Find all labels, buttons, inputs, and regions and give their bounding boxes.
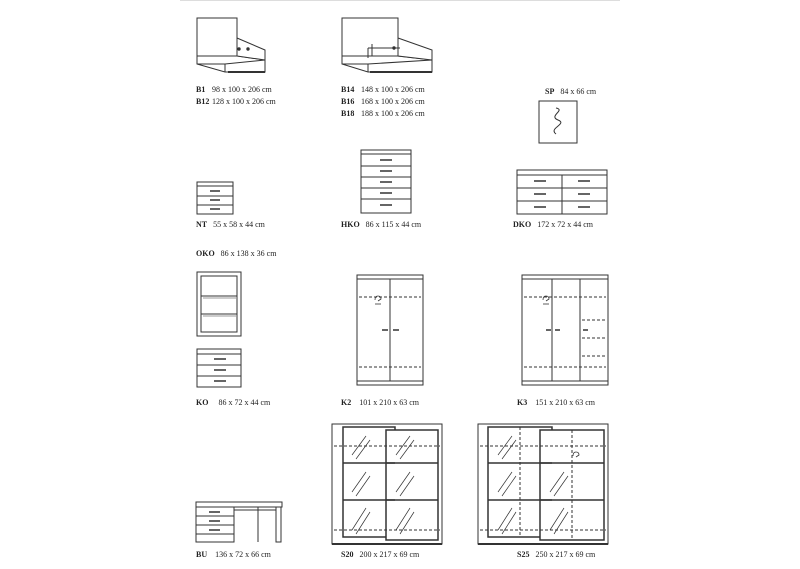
label-nt: NT 55 x 58 x 44 cm <box>196 220 265 229</box>
label-b16: B16 168 x 100 x 206 cm <box>341 97 425 106</box>
label-s25: S25 250 x 217 x 69 cm <box>517 550 596 559</box>
label-b12: B12 128 x 100 x 206 cm <box>196 97 276 106</box>
bed-b1-drawing <box>197 18 265 72</box>
label-b1: B1 98 x 100 x 206 cm <box>196 85 272 94</box>
shelf-oko-drawing <box>197 272 241 336</box>
wardrobe-s25-drawing <box>478 424 608 544</box>
label-k3: K3 151 x 210 x 63 cm <box>517 398 596 407</box>
chest-dko-drawing <box>517 170 607 214</box>
label-b18: B18 188 x 100 x 206 cm <box>341 109 425 118</box>
wardrobe-s20-drawing <box>332 424 442 544</box>
label-sp: SP 84 x 66 cm <box>545 87 597 96</box>
label-ko: KO 86 x 72 x 44 cm <box>196 398 271 407</box>
chest-ko-drawing <box>197 349 241 387</box>
nightstand-nt-drawing <box>197 182 233 214</box>
label-b14: B14 148 x 100 x 206 cm <box>341 85 425 94</box>
label-s20: S20 200 x 217 x 69 cm <box>341 550 420 559</box>
label-k2: K2 101 x 210 x 63 cm <box>341 398 420 407</box>
desk-bu-drawing <box>196 502 282 542</box>
label-oko: OKO 86 x 138 x 36 cm <box>196 249 277 258</box>
bed-b14-drawing <box>342 18 432 72</box>
top-divider <box>180 0 620 1</box>
label-bu: BU 136 x 72 x 66 cm <box>196 550 271 559</box>
mirror-sp-drawing <box>539 101 577 143</box>
label-dko: DKO 172 x 72 x 44 cm <box>513 220 594 229</box>
chest-hko-drawing <box>361 150 411 213</box>
wardrobe-k3-drawing <box>522 275 608 385</box>
label-hko: HKO 86 x 115 x 44 cm <box>341 220 422 229</box>
wardrobe-k2-drawing <box>357 275 423 385</box>
